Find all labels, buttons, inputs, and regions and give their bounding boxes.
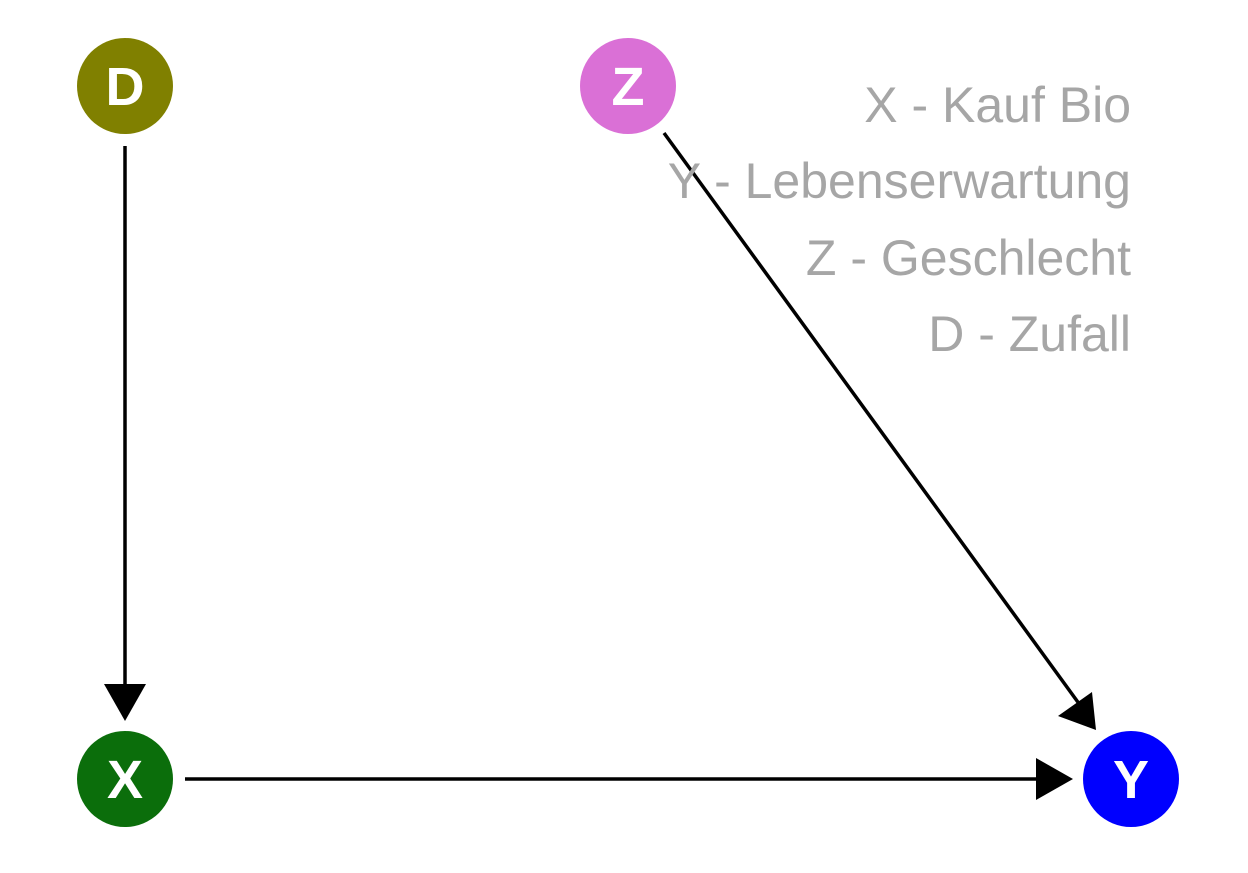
node-d-label: D: [106, 57, 145, 117]
edge-x-to-y: [185, 758, 1073, 800]
legend-item-x: X - Kauf Bio: [864, 77, 1131, 133]
arrowhead-d-to-x: [104, 684, 146, 721]
arrowhead-x-to-y: [1036, 758, 1073, 800]
arrowhead-z-to-y: [1058, 692, 1096, 730]
node-y-circle: [1083, 731, 1179, 827]
node-z-circle: [580, 38, 676, 134]
node-z-label: Z: [612, 57, 645, 117]
node-d-circle: [77, 38, 173, 134]
node-x-circle: [77, 731, 173, 827]
node-y-label: Y: [1113, 750, 1149, 810]
edge-z-to-y: [662, 131, 1096, 730]
legend-item-y: Y - Lebenserwartung: [668, 153, 1131, 209]
legend-item-z: Z - Geschlecht: [806, 230, 1131, 286]
node-x-label: X: [107, 750, 143, 810]
legend: X - Kauf Bio Y - Lebenserwartung Z - Ges…: [668, 77, 1131, 362]
node-z: Z: [580, 38, 676, 134]
edge-d-to-x: [104, 146, 146, 721]
node-d: D: [77, 38, 173, 134]
legend-item-d: D - Zufall: [928, 306, 1131, 362]
node-x: X: [77, 731, 173, 827]
edges: [104, 131, 1096, 800]
node-y: Y: [1083, 731, 1179, 827]
nodes: D Z X Y: [77, 38, 1179, 827]
